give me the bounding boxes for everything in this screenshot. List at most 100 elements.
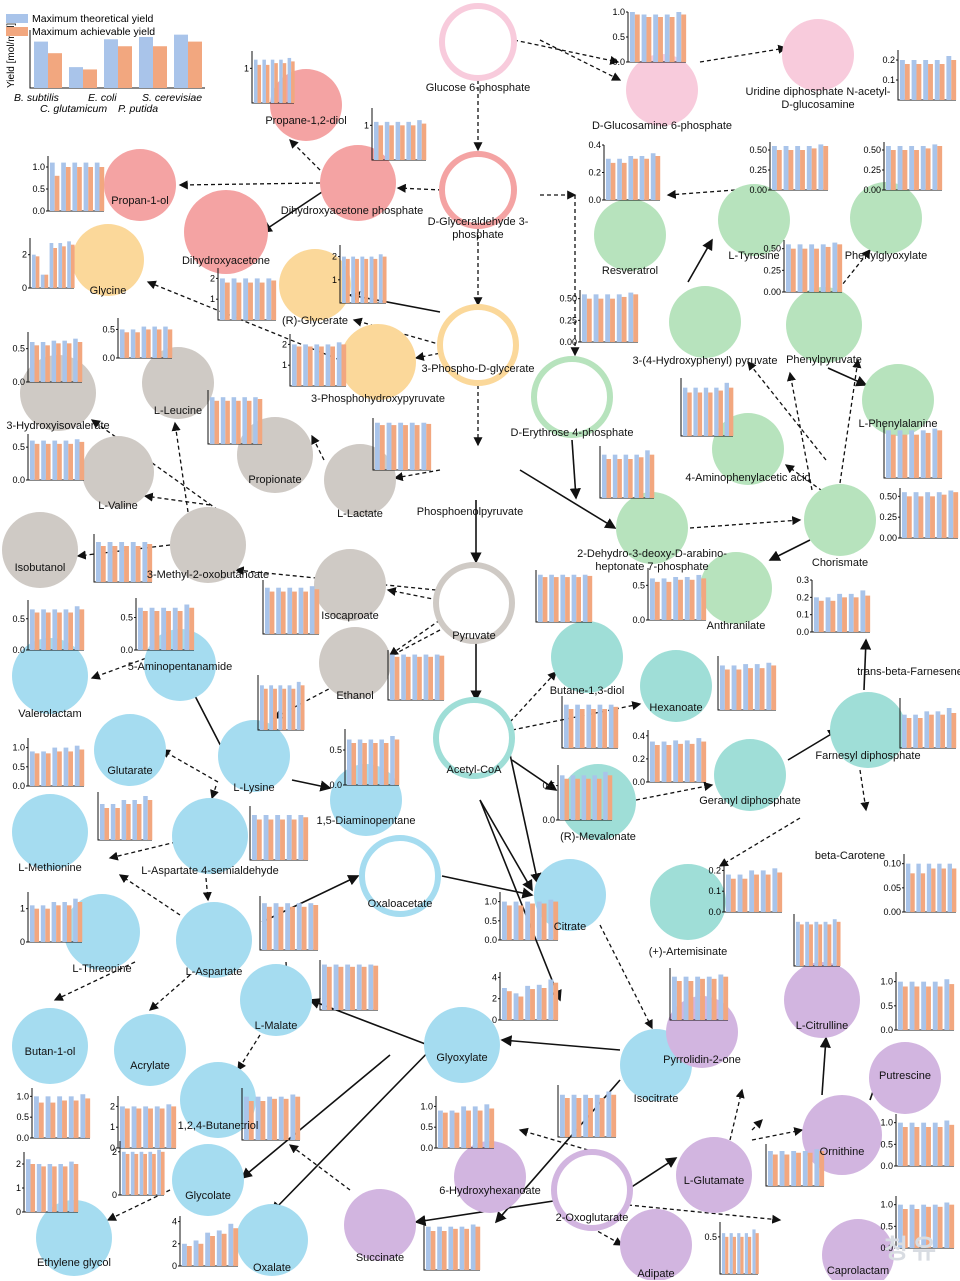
bar-theoretical xyxy=(61,162,66,211)
bar-achievable xyxy=(730,878,736,912)
bar-theoretical xyxy=(946,56,952,100)
bar-achievable xyxy=(66,343,72,382)
bar-theoretical xyxy=(166,1104,172,1148)
metabolite-node-acrylate xyxy=(114,1014,186,1086)
overview-bar-theoretical xyxy=(174,34,188,88)
bar-achievable xyxy=(57,443,62,480)
bar-theoretical xyxy=(911,60,917,100)
bar-achievable xyxy=(68,443,74,480)
bar-achievable xyxy=(916,64,922,100)
bar-theoretical xyxy=(802,1151,808,1186)
bar-achievable xyxy=(259,282,265,320)
bar-achievable xyxy=(198,1243,204,1266)
bar-achievable xyxy=(189,607,195,650)
bar-theoretical xyxy=(684,740,690,782)
bar-achievable xyxy=(394,656,400,700)
bar-theoretical xyxy=(724,382,729,436)
bar-achievable xyxy=(379,425,385,470)
bar-achievable xyxy=(701,578,707,620)
bar-theoretical xyxy=(684,577,690,620)
bar-chart-udpglcnac: 0.20.1 xyxy=(882,50,957,101)
bar-achievable xyxy=(588,1098,593,1137)
bar-theoretical xyxy=(536,984,542,1020)
bar-achievable xyxy=(50,1102,56,1138)
bar-theoretical xyxy=(152,326,157,358)
bar-theoretical xyxy=(946,708,952,748)
metabolite-node-pyruvate xyxy=(433,562,515,644)
metabolite-node-hexanoate xyxy=(640,650,712,722)
bar-theoretical xyxy=(34,1096,39,1138)
bar-theoretical xyxy=(255,1096,261,1140)
pathway-arrow xyxy=(289,139,326,176)
bar-theoretical xyxy=(749,870,755,912)
bar-achievable xyxy=(678,579,683,620)
bar-chart-tick-label: 0.00 xyxy=(879,533,897,543)
bar-achievable xyxy=(802,248,808,292)
bar-achievable xyxy=(62,1100,67,1138)
bar-theoretical xyxy=(74,606,80,650)
bar-theoretical xyxy=(720,665,725,710)
bar-theoretical xyxy=(575,704,580,748)
bar-theoretical xyxy=(459,1226,465,1270)
metabolite-label-ornithine: Ornithine xyxy=(819,1146,865,1158)
bar-theoretical xyxy=(628,156,634,200)
bar-theoretical xyxy=(120,329,125,358)
bar-achievable xyxy=(591,709,596,748)
bar-achievable xyxy=(800,150,805,190)
bar-achievable xyxy=(126,804,131,840)
bar-theoretical xyxy=(582,294,587,342)
bar-achievable xyxy=(723,976,729,1020)
pathway-arrow xyxy=(53,961,136,1001)
bar-theoretical xyxy=(243,278,249,320)
bar-theoretical xyxy=(67,241,71,288)
bar-achievable xyxy=(221,1233,227,1266)
bar-chart-ethyleneglycol: 210 xyxy=(16,1152,79,1217)
bar-theoretical xyxy=(583,1094,589,1137)
bar-achievable xyxy=(383,743,389,785)
metabolite-label-threonine: L-Threonine xyxy=(72,963,132,975)
bar-theoretical xyxy=(693,387,698,436)
bar-theoretical xyxy=(375,422,380,470)
bar-achievable xyxy=(79,749,85,786)
bar-theoretical xyxy=(41,609,46,650)
bar-achievable xyxy=(135,332,140,358)
bar-chart-tick-label: 1.0 xyxy=(484,897,497,907)
pathway-arrow xyxy=(118,874,181,916)
bar-chart-glutarate: 1.00.50.0 xyxy=(12,738,85,791)
bar-achievable xyxy=(598,298,604,342)
bar-achievable xyxy=(265,64,270,103)
bar-achievable xyxy=(68,751,74,786)
bar-chart-citrate: 1.00.50.0 xyxy=(484,892,559,945)
bar-chart-ethanol xyxy=(387,650,445,701)
pathway-arrow xyxy=(178,180,321,190)
bar-chart-tick-label: 0.10 xyxy=(883,859,901,869)
bar-achievable xyxy=(44,274,49,288)
bar-achievable xyxy=(621,162,627,200)
bar-chart-oxalate: 420 xyxy=(172,1216,239,1271)
metabolite-node-gpp xyxy=(714,739,786,811)
bar-theoretical xyxy=(369,256,374,303)
bar-theoretical xyxy=(278,685,283,730)
metabolite-label-glycine: Glycine xyxy=(89,285,127,297)
bar-achievable xyxy=(442,1112,448,1148)
bar-achievable xyxy=(748,668,753,710)
bar-achievable xyxy=(112,546,118,582)
bar-achievable xyxy=(607,775,613,820)
metabolite-node-hpp xyxy=(669,286,741,358)
metabolite-label-adipate: Adipate xyxy=(637,1268,675,1280)
bar-chart-tick-label: 0.5 xyxy=(16,1112,29,1122)
bar-chart-tick-label: 0.2 xyxy=(632,754,645,764)
bar-theoretical xyxy=(80,1094,86,1138)
bar-theoretical xyxy=(130,1151,135,1195)
bar-theoretical xyxy=(916,863,921,912)
bar-achievable xyxy=(920,873,926,912)
bar-achievable xyxy=(225,400,230,444)
bar-achievable xyxy=(742,878,748,912)
pathway-arrow xyxy=(829,248,871,301)
metabolite-label-chorismate: Chorismate xyxy=(811,557,869,569)
bar-achievable xyxy=(765,874,771,912)
metabolite-label-phenylalanine: L-Phenylalanine xyxy=(858,418,938,430)
bar-theoretical xyxy=(672,976,677,1020)
bar-theoretical xyxy=(260,685,264,730)
bar-achievable xyxy=(430,1231,436,1270)
